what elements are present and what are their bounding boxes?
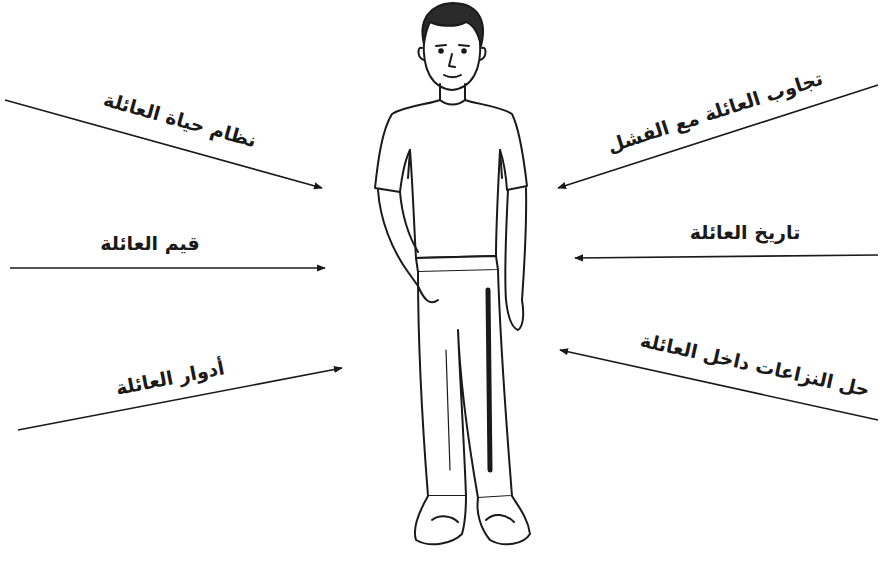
person-shirt <box>375 100 527 258</box>
leader-arrow <box>10 267 325 269</box>
label-text: نظام حياة العائلة <box>101 88 259 152</box>
person-arm <box>378 190 418 286</box>
person-shoe <box>415 496 466 544</box>
person-pants-fold <box>446 350 450 470</box>
person-eye <box>439 49 443 53</box>
person-pocket <box>418 286 438 302</box>
person-shirt-fold <box>408 150 502 178</box>
person-face <box>424 40 481 90</box>
person-illustration <box>375 3 530 544</box>
leader-arrow <box>575 255 878 258</box>
person-pants-shade <box>488 290 490 470</box>
person-arm <box>505 188 526 330</box>
person-brows <box>436 45 469 46</box>
person-neck <box>440 84 465 100</box>
person-nose <box>449 54 455 67</box>
person-hair <box>422 3 483 46</box>
label-text: قيم العائلة <box>100 232 200 255</box>
label-text: تاريخ العائلة <box>690 221 801 244</box>
person-belt <box>416 256 498 272</box>
label-text: حل النزاعات داخل العائلة <box>638 329 872 402</box>
person-pants <box>418 270 512 498</box>
person-mouth <box>444 75 461 77</box>
person-shoe-detail <box>432 515 514 522</box>
person-eye <box>462 49 466 53</box>
